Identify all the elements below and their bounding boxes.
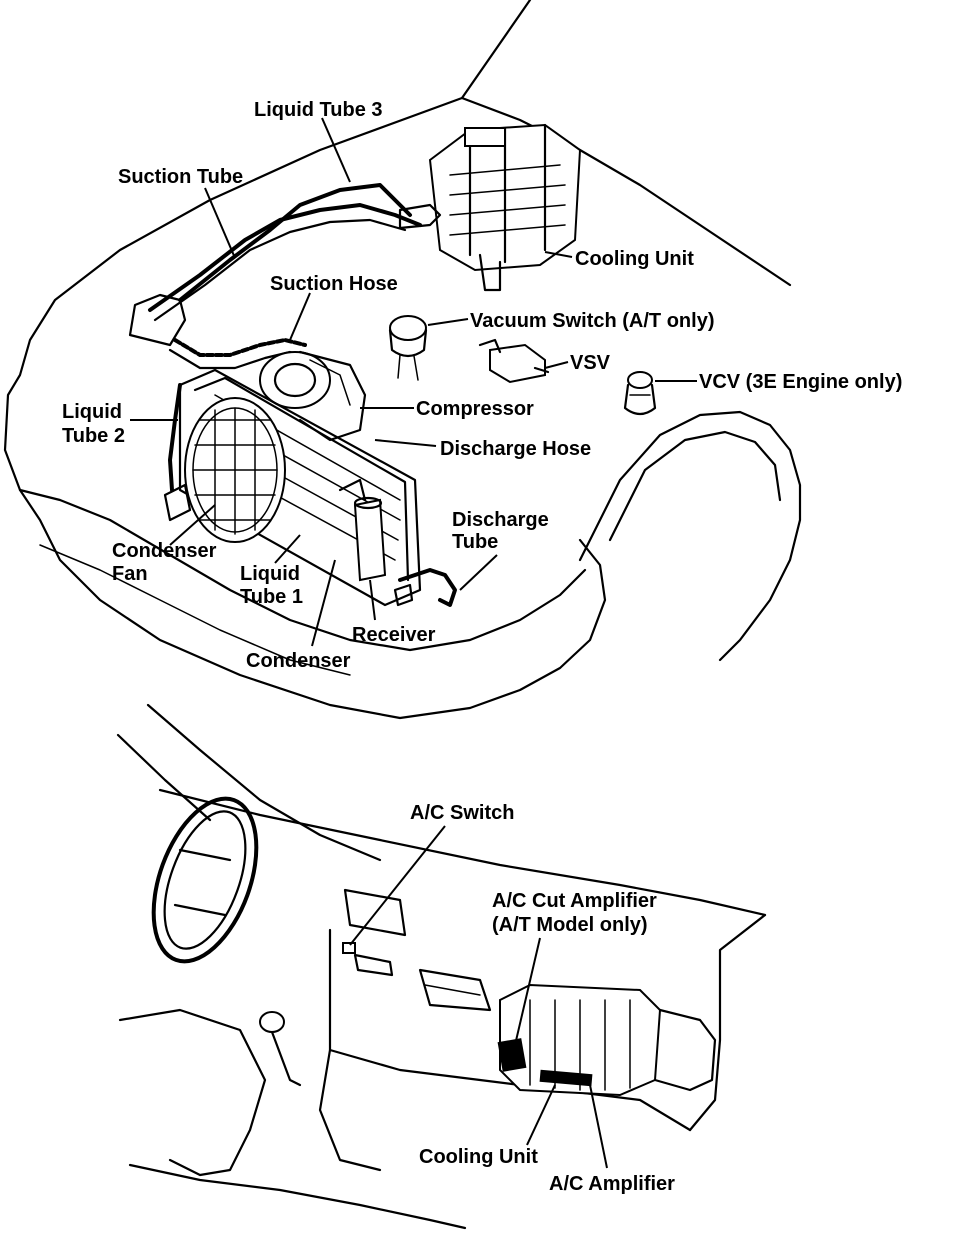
cooling-unit-top-drawing xyxy=(398,123,582,292)
steering-wheel-drawing xyxy=(151,796,259,964)
label-vsv: VSV xyxy=(570,352,611,374)
leader-ac-amplifier xyxy=(589,1084,608,1169)
label-ac-switch: A/C Switch xyxy=(410,802,514,824)
vcv-drawing xyxy=(623,371,657,416)
a-pillar-line xyxy=(116,733,212,822)
label-suction-hose: Suction Hose xyxy=(270,273,398,295)
liquid-tube-3-pipe xyxy=(178,183,412,302)
leader-discharge-hose xyxy=(374,439,437,447)
leader-liquid-tube-1 xyxy=(274,534,301,564)
seat-outline xyxy=(118,1008,267,1177)
vsv-drawing xyxy=(478,338,550,384)
condenser-fan-drawing xyxy=(163,397,286,543)
shift-lever-drawing xyxy=(259,1011,302,1087)
condenser-drawing xyxy=(178,368,422,607)
liquid-tube-2-pipe xyxy=(168,383,182,492)
ac-switch-panel-drawing xyxy=(342,888,407,977)
label-cooling-unit-top: Cooling Unit xyxy=(575,248,694,270)
label-condenser-fan-line1: Condenser xyxy=(112,540,217,562)
label-discharge-hose: Discharge Hose xyxy=(440,438,591,460)
suction-hose xyxy=(173,338,307,357)
bumper-lower-line xyxy=(39,544,351,676)
console-line xyxy=(318,1048,382,1172)
label-ac-amplifier: A/C Amplifier xyxy=(549,1173,675,1195)
dash-right-edge xyxy=(688,913,767,1132)
compressor-drawing xyxy=(259,350,367,442)
engine-compartment-view xyxy=(3,0,802,720)
leader-discharge-tube xyxy=(459,554,498,591)
windshield-line xyxy=(146,703,382,862)
ac-cut-amplifier-box xyxy=(497,1038,527,1072)
dash-top-line xyxy=(158,788,767,917)
label-compressor: Compressor xyxy=(416,398,534,420)
leader-receiver xyxy=(369,579,376,621)
vacuum-switch-drawing xyxy=(388,315,428,381)
ac-amplifier-box xyxy=(539,1069,593,1087)
fender-arch xyxy=(578,410,802,662)
label-liquid-tube-1-line1: Liquid xyxy=(240,563,300,585)
leader-cooling-unit-top xyxy=(544,251,573,258)
leader-ac-switch xyxy=(349,825,446,946)
label-liquid-tube-2-line1: Liquid xyxy=(62,401,122,423)
label-discharge-tube-line1: Discharge xyxy=(452,509,549,531)
receiver-drawing xyxy=(338,478,387,582)
label-liquid-tube-3: Liquid Tube 3 xyxy=(254,99,383,121)
suction-tube-pipe-inner xyxy=(153,218,407,322)
suction-tube-pipe xyxy=(148,203,422,312)
floor-line xyxy=(128,1163,467,1230)
interior-dash-view xyxy=(116,703,767,1230)
leader-condenser-fan xyxy=(169,504,216,546)
discharge-tube-fitting xyxy=(393,583,414,607)
leader-vsv xyxy=(544,361,569,369)
label-receiver: Receiver xyxy=(352,624,436,646)
label-vacuum-switch: Vacuum Switch (A/T only) xyxy=(470,310,714,332)
leader-ac-cut-amplifier xyxy=(514,937,541,1046)
label-ac-cut-amplifier-line1: A/C Cut Amplifier xyxy=(492,890,657,912)
cooling-unit-dash-drawing xyxy=(418,968,717,1097)
leader-cooling-unit-bottom xyxy=(526,1084,556,1146)
leader-suction-tube xyxy=(204,187,236,259)
discharge-tube-pipe xyxy=(398,568,457,607)
hood-edge-right xyxy=(460,96,792,287)
label-condenser-fan-line2: Fan xyxy=(112,563,148,585)
label-condenser: Condenser xyxy=(246,650,351,672)
tube-bracket xyxy=(128,293,187,347)
leader-vacuum-switch xyxy=(427,318,469,326)
label-suction-tube: Suction Tube xyxy=(118,166,243,188)
label-liquid-tube-1-line2: Tube 1 xyxy=(240,586,303,608)
label-vcv: VCV (3E Engine only) xyxy=(699,371,902,393)
front-bumper-line xyxy=(18,488,587,652)
hood-outline xyxy=(3,0,607,720)
label-liquid-tube-2-line2: Tube 2 xyxy=(62,425,125,447)
fender-arch-inner xyxy=(608,430,782,542)
label-cooling-unit-bottom: Cooling Unit xyxy=(419,1146,538,1168)
leader-liquid-tube-3 xyxy=(321,117,351,183)
label-discharge-tube-line2: Tube xyxy=(452,531,498,553)
leader-suction-hose xyxy=(289,292,311,341)
leader-condenser xyxy=(311,559,336,647)
label-ac-cut-amplifier-line2: (A/T Model only) xyxy=(492,914,648,936)
